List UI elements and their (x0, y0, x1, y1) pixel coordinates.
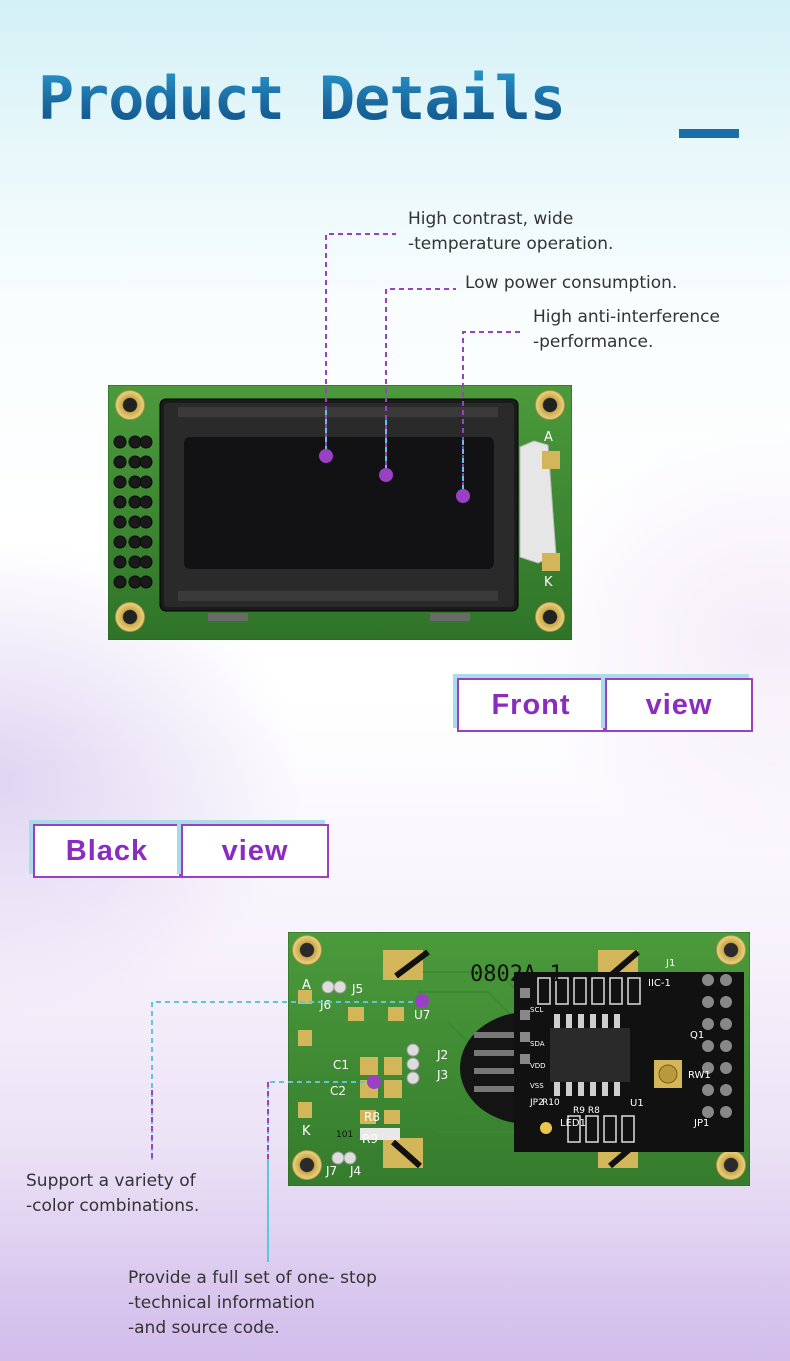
lcd-front-image (108, 385, 572, 640)
lcd-back-image (288, 932, 750, 1186)
pin-header (113, 435, 153, 589)
page-title: Product Details (38, 64, 566, 134)
feature-power: Low power consumption. (465, 273, 678, 293)
callout-dot (415, 994, 429, 1008)
feature-color: Support a variety of -color combinations… (26, 1171, 200, 1216)
mounting-hole (292, 935, 746, 1180)
callout-dot (319, 449, 333, 463)
front-view-label-word2: view (605, 678, 753, 732)
iic-adapter-module (514, 972, 744, 1152)
header-pins (474, 1032, 530, 1092)
back-view-label: Black (33, 824, 181, 878)
mounting-hole (115, 390, 565, 632)
backlight-tab (519, 440, 560, 571)
feature-support: Provide a full set of one- stop -technic… (128, 1268, 377, 1338)
pin-label-a: A (544, 430, 553, 445)
callout-dot (456, 489, 470, 503)
front-view-label: Front (457, 678, 605, 732)
feature-interference: High anti-interference -performance. (533, 307, 720, 352)
pin-label-k: K (544, 575, 553, 590)
title-accent-bar (679, 129, 739, 138)
back-view-label-word2: view (181, 824, 329, 878)
feature-contrast: High contrast, wide -temperature operati… (408, 209, 614, 254)
callout-dot (379, 468, 393, 482)
callout-dot (367, 1075, 381, 1089)
